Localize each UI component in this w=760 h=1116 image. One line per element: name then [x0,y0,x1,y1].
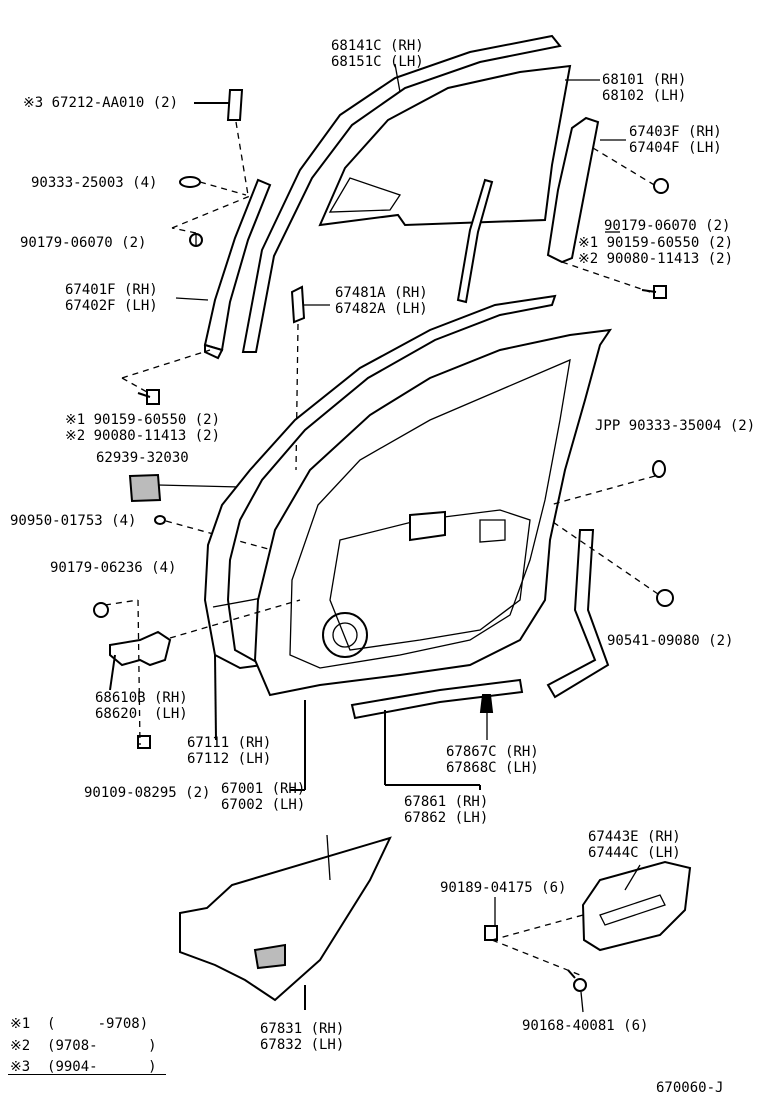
label-90179-right: 90179-06070 (2) [604,218,731,234]
cover-67443 [581,860,692,952]
screw-90168 [567,969,587,1013]
label-90168: 90168-40081 (6) [522,1018,649,1034]
label-90159-left: ※1 90159-60550 (2) ※2 90080-11413 (2) [65,412,221,444]
weatherstrip-67212 [194,89,249,196]
label-68141: 68141C (RH) 68151C (LH) [331,38,424,70]
weatherstrip-90541 [546,519,674,699]
cover-62939 [128,473,241,503]
clip-67867 [479,694,494,740]
label-90179-left: 90179-06070 (2) [20,235,147,251]
plug-90950 [154,515,166,525]
note-3: ※3 (9904- ) [10,1059,157,1075]
bolt-90159-right [561,261,667,299]
label-90541: 90541-09080 (2) [607,633,734,649]
nut-90179-left [171,195,251,247]
door-trim-67831 [179,836,392,1010]
channel-67401 [175,178,272,360]
label-90109: 90109-08295 (2) [84,785,211,801]
label-90159-right: ※1 90159-60550 (2) ※2 90080-11413 (2) [578,235,734,267]
label-67867: 67867C (RH) 67868C (LH) [446,744,539,776]
label-90333-25003: 90333-25003 (4) [31,175,158,191]
label-90189: 90189-04175 (6) [440,880,567,896]
door-panel-67111 [203,294,557,741]
label-67831: 67831 (RH) 67832 (LH) [260,1021,345,1053]
label-90333-35004: JPP 90333-35004 (2) [595,418,756,434]
note-2: ※2 (9708- ) [10,1038,157,1054]
label-67401: 67401F (RH) 67402F (LH) [65,282,158,314]
note-1: ※1 ( -9708) [10,1016,149,1032]
label-68101: 68101 (RH) 68102 (LH) [602,72,687,104]
seal-90333-right [652,460,666,478]
label-67481: 67481A (RH) 67482A (LH) [335,285,428,317]
label-62939: 62939-32030 [96,450,189,466]
weatherstrip-67481 [290,285,330,471]
label-90179-06236: 90179-06236 (4) [50,560,177,576]
label-67861: 67861 (RH) 67862 (LH) [404,794,489,826]
door-frame-67001 [253,328,613,791]
label-67001: 67001 (RH) 67002 (LH) [221,781,306,813]
bolt-90159-left [121,349,211,405]
door-glass-68101 [318,64,572,304]
label-67403: 67403F (RH) 67404F (LH) [629,124,722,156]
label-67212: ※3 67212-AA010 (2) [23,95,179,111]
hinge-68610 [93,599,301,749]
label-67443: 67443E (RH) 67444C (LH) [588,829,681,861]
channel-67403 [546,116,626,264]
label-67111: 67111 (RH) 67112 (LH) [187,735,272,767]
label-68610: 68610B (RH) 68620 (LH) [95,690,188,722]
clip-90189 [484,897,584,976]
clip-90333 [179,176,201,188]
diagram-code: 670060-J [656,1080,724,1096]
glass-run-68141 [241,34,562,353]
notes-underline [8,1074,166,1075]
label-90950: 90950-01753 (4) [10,513,137,529]
weatherstrip-67861 [350,678,524,790]
nut-90179-right [592,147,669,194]
